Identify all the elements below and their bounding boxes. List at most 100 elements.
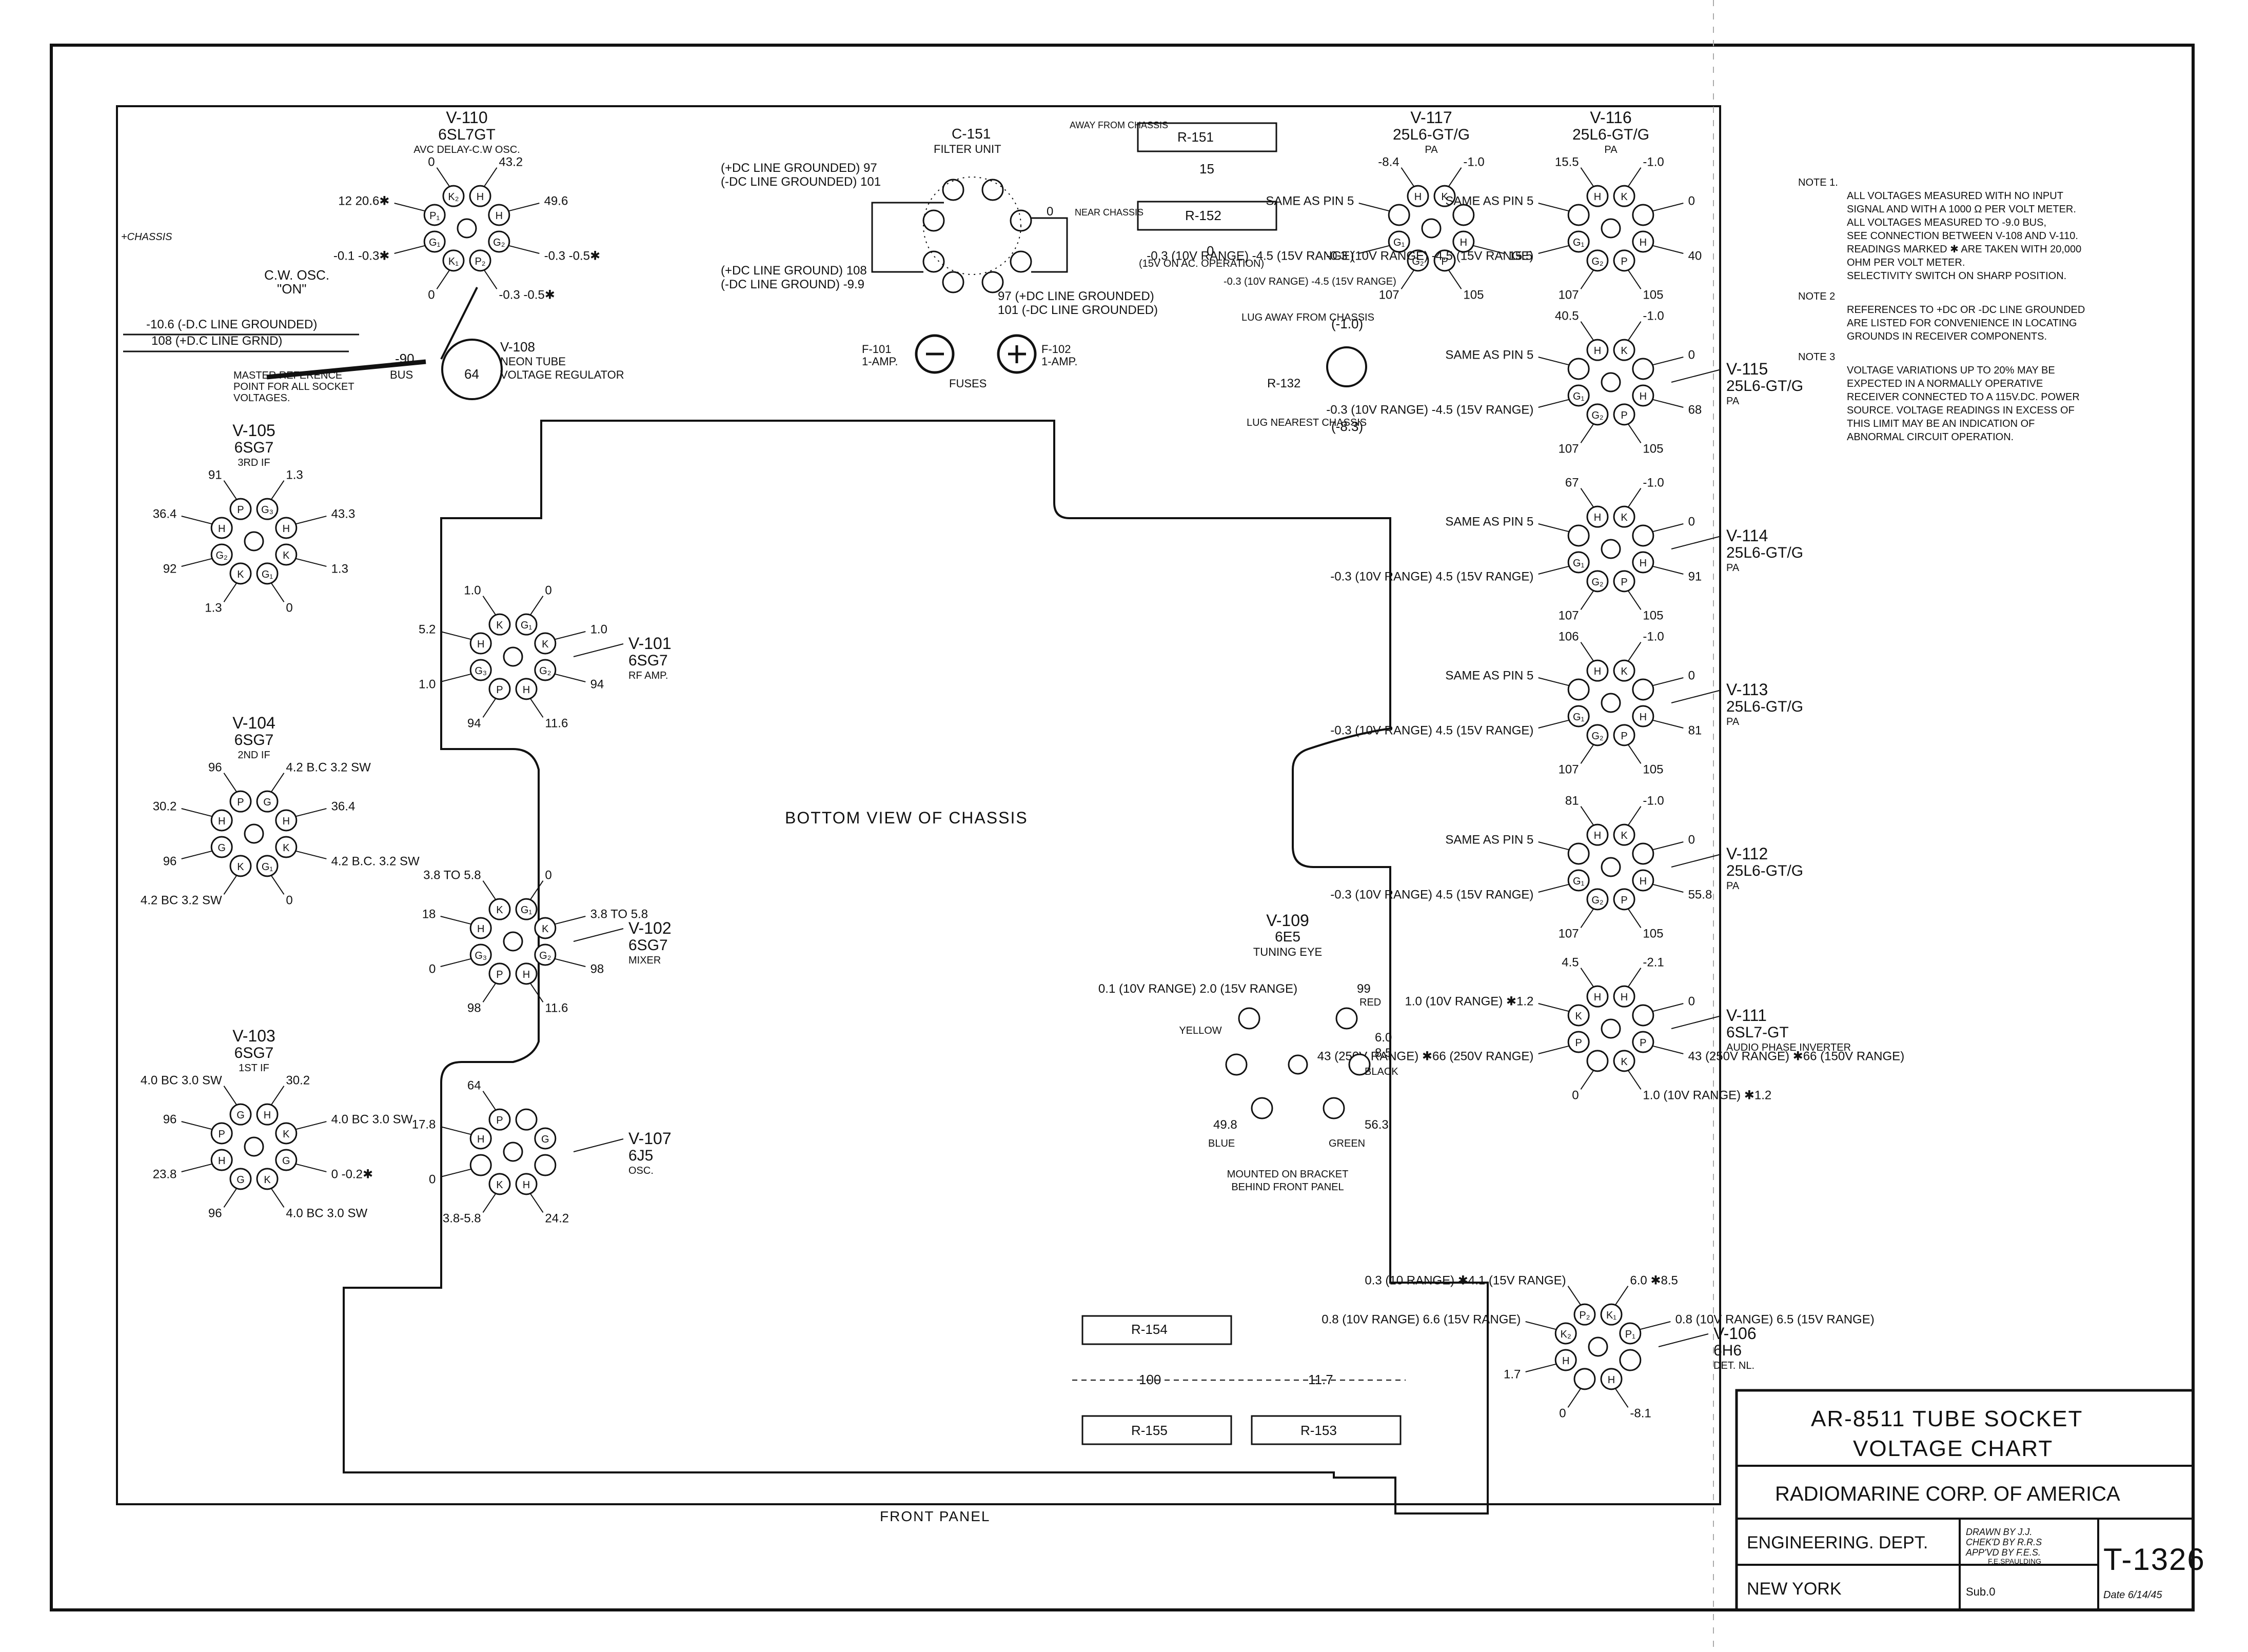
pin-label: H — [1640, 391, 1647, 402]
pin-6 — [1586, 570, 1609, 593]
pin-voltage: 17.8 — [412, 1117, 436, 1131]
note-line: RECEIVER CONNECTED TO A 115V.DC. POWER — [1847, 391, 2080, 403]
pin-8 — [1567, 204, 1590, 226]
pin-voltage: -0.3 -0.5✱ — [499, 288, 555, 302]
pin-voltage: 107 — [1559, 762, 1579, 776]
pin-voltage: 1.0 — [590, 622, 607, 636]
c151-v5: 97 (+DC LINE GROUNDED) — [998, 289, 1154, 303]
dc-grounded-2: 108 (+D.C LINE GRND) — [151, 334, 282, 348]
pin-7 — [210, 836, 233, 858]
pin-1 — [229, 1103, 252, 1126]
socket-v-101: K1.0G₁0K1.0G₂94H11.6P94G₃1.0H5.2V-1016SG… — [419, 584, 672, 731]
pin-6 — [442, 249, 465, 272]
pin-8 — [1388, 204, 1410, 226]
pin-3 — [488, 204, 510, 226]
pin-voltage: 43.3 — [331, 507, 356, 521]
pin-voltage: 24.2 — [545, 1211, 569, 1225]
pin-4 — [534, 659, 557, 681]
pin-label: G₁ — [521, 620, 533, 631]
pin-2 — [256, 1103, 279, 1126]
pin-label: P — [237, 504, 244, 516]
pin-voltage: 0 — [1688, 833, 1695, 847]
pin-voltage: -0.3 (10V RANGE) 4.5 (15V RANGE) — [1330, 570, 1533, 584]
r154-body — [1081, 1315, 1232, 1345]
pin-4 — [275, 836, 298, 858]
pin-6 — [488, 678, 511, 700]
v108-type: NEON TUBE — [500, 355, 566, 368]
pin-label: G₃ — [475, 950, 487, 961]
pin-3 — [534, 917, 557, 939]
pin-voltage: -1.0 — [1643, 630, 1664, 644]
c151-v2: (-DC LINE GROUNDED) 101 — [721, 175, 881, 189]
pin-voltage: 0.3 (10 RANGE) ✱4.1 (15V RANGE) — [1365, 1274, 1566, 1288]
tube-id: V-110 — [446, 108, 487, 127]
r132-label: R-132 — [1267, 377, 1300, 390]
pin-voltage: -2.1 — [1643, 956, 1664, 970]
tube-type: 6H6 — [1713, 1342, 1742, 1359]
note-line: READINGS MARKED ✱ ARE TAKEN WITH 20,000 — [1847, 244, 2081, 255]
pin-voltage: 1.0 (10V RANGE) ✱1.2 — [1405, 994, 1534, 1008]
pin-2 — [1613, 339, 1635, 361]
tube-function: DET. NL. — [1713, 1360, 1754, 1371]
cw-on-label: "ON" — [277, 281, 306, 297]
pin-voltage: 30.2 — [286, 1074, 310, 1088]
drawing-date: Date 6/14/45 — [2103, 1589, 2162, 1601]
pin-1 — [1586, 339, 1609, 361]
pin-5 — [1433, 249, 1456, 272]
note-line: ABNORMAL CIRCUIT OPERATION. — [1847, 431, 2014, 443]
r132-top: -0.3 (10V RANGE) -4.5 (15V RANGE) — [1224, 276, 1396, 287]
pin-label: K — [1621, 830, 1628, 841]
master-ref-1: MASTER REFERENCE — [233, 370, 342, 381]
pin-label: K — [237, 861, 244, 873]
pin-voltage: 105 — [1463, 288, 1484, 302]
pin-label: K — [283, 1129, 290, 1140]
pin-1 — [1586, 985, 1609, 1008]
r154-label: R-154 — [1131, 1322, 1168, 1337]
pin-label: H — [1640, 237, 1647, 248]
pin-2 — [515, 613, 538, 636]
pin-voltage: 4.0 BC 3.0 SW — [331, 1112, 413, 1126]
pin-7 — [1567, 551, 1590, 574]
pin-4 — [1632, 384, 1654, 407]
note-head: NOTE 1. — [1798, 177, 1838, 188]
pin-label: H — [477, 1134, 484, 1145]
dept-name: ENGINEERING. DEPT. — [1747, 1533, 1928, 1552]
pin-voltage: 0 — [286, 893, 292, 907]
pin-4 — [275, 1149, 298, 1171]
pin-label: G — [541, 1134, 549, 1145]
pin-voltage: 0 — [1688, 668, 1695, 682]
pin-7 — [469, 659, 492, 681]
pin-1 — [442, 185, 465, 207]
pin-label: H — [1594, 512, 1601, 523]
city-name: NEW YORK — [1747, 1579, 1842, 1599]
socket-v-106: P₂0.3 (10 RANGE) ✱4.1 (15V RANGE)K₁6.0 ✱… — [1322, 1274, 1874, 1421]
pin-6 — [1586, 888, 1609, 911]
pin-5 — [515, 962, 538, 985]
f102-rating: 1-AMP. — [1041, 355, 1078, 368]
pin-voltage: 1.0 (10V RANGE) ✱1.2 — [1643, 1088, 1771, 1102]
pin-label: K — [264, 1174, 271, 1186]
pin-label: K — [283, 550, 290, 561]
pin-voltage: 107 — [1559, 608, 1579, 622]
pin-4 — [1632, 551, 1654, 574]
pin-label: H — [1594, 666, 1601, 677]
v108-neon-regulator: -90 64 V-108 NEON TUBE VOLTAGE REGULATOR… — [123, 267, 624, 404]
pin-voltage: 0 — [545, 584, 551, 598]
pin-label: H — [283, 816, 290, 827]
fuses: F-101 1-AMP. F-102 1-AMP. FUSES — [862, 334, 1078, 390]
pin-voltage: SAME AS PIN 5 — [1445, 194, 1533, 208]
fuse-f102 — [997, 334, 1037, 374]
title-line-2: VOLTAGE CHART — [1853, 1436, 2053, 1461]
fuses-label: FUSES — [949, 377, 987, 390]
pin-label: G₂ — [1591, 410, 1603, 421]
pin-label: G₂ — [539, 665, 551, 677]
pin-label: G — [282, 1155, 290, 1167]
pin-voltage: 68 — [1688, 403, 1702, 417]
pin-7 — [423, 230, 446, 253]
c151-id: C-151 — [952, 126, 991, 142]
center-label: BOTTOM VIEW OF CHASSIS — [785, 809, 1028, 827]
pin-label: K — [1621, 191, 1628, 203]
pin-3 — [1632, 842, 1654, 865]
